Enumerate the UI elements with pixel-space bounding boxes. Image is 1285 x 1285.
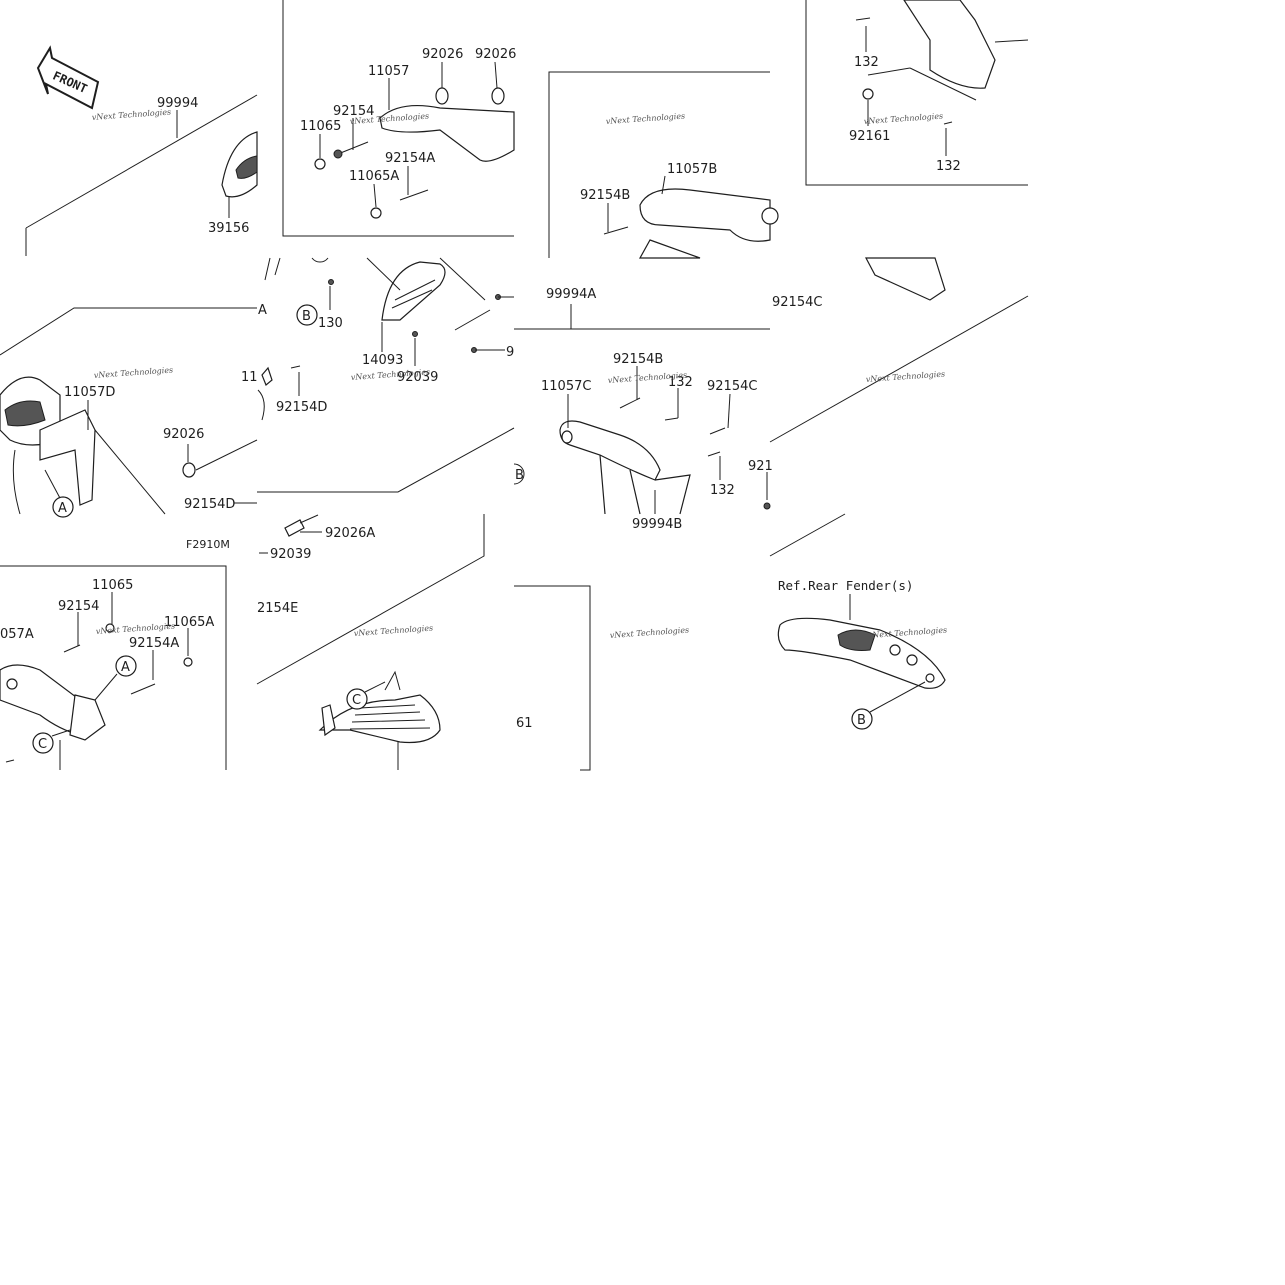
- label-92026-right: 92026: [475, 47, 516, 62]
- label-132-b: 132: [936, 159, 961, 174]
- callout-c-2: C: [352, 693, 361, 708]
- label-057a-fragment: 057A: [0, 627, 34, 642]
- label-92039-bottom: 92039: [270, 547, 311, 562]
- label-92154d-top: 92154D: [276, 400, 327, 415]
- label-11057b: 11057B: [667, 162, 717, 177]
- label-92154-top: 92154: [333, 104, 374, 119]
- label-92161: 92161: [849, 129, 890, 144]
- label-132-a: 132: [854, 55, 879, 70]
- label-132-c: 132: [668, 375, 693, 390]
- label-92026-left: 92026: [422, 47, 463, 62]
- label-99994b: 99994B: [632, 517, 682, 532]
- label-130: 130: [318, 316, 343, 331]
- label-11065-bottom: 11065: [92, 578, 133, 593]
- figure-code: F2910M: [186, 538, 230, 551]
- label-11065a-top: 11065A: [349, 169, 399, 184]
- label-11057: 11057: [368, 64, 409, 79]
- label-9-fragment: 9: [506, 345, 514, 360]
- label-61-fragment: 61: [516, 716, 533, 731]
- label-14093: 14093: [362, 353, 403, 368]
- label-92154c-center: 92154C: [707, 379, 757, 394]
- part-drawings: [0, 0, 1029, 770]
- label-92154c-right: 92154C: [772, 295, 822, 310]
- watermark-11: vNext Technologies: [610, 625, 690, 640]
- callout-circles: B B B A A C C: [32, 257, 873, 754]
- part-labels: 99994 39156 11057 92026 92026 92154 1106…: [0, 47, 961, 731]
- label-92026a: 92026A: [325, 526, 375, 541]
- label-11065a-bottom: 11065A: [164, 615, 214, 630]
- label-39156: 39156: [208, 221, 249, 236]
- leader-lines: [44, 26, 947, 737]
- label-92154a-top: 92154A: [385, 151, 435, 166]
- label-132-d: 132: [710, 483, 735, 498]
- watermark-8: vNext Technologies: [866, 369, 946, 384]
- ref-rear-fender-note: Ref.Rear Fender(s): [778, 578, 913, 593]
- watermark-4: vNext Technologies: [864, 111, 944, 126]
- label-11-fragment: 11: [241, 370, 258, 385]
- callout-a-2: A: [121, 660, 130, 675]
- watermark-3: vNext Technologies: [606, 111, 686, 126]
- callout-a-1: A: [58, 501, 67, 516]
- label-92026-center: 92026: [163, 427, 204, 442]
- front-arrow-icon: FRONT: [36, 45, 100, 110]
- label-11057c: 11057C: [541, 379, 591, 394]
- watermark-5: vNext Technologies: [94, 365, 174, 380]
- label-11065-top: 11065: [300, 119, 341, 134]
- label-92154a-bottom: 92154A: [129, 636, 179, 651]
- panel-frames: [0, 0, 1029, 771]
- label-92154-bottom: 92154: [58, 599, 99, 614]
- label-92039-top: 92039: [397, 370, 438, 385]
- callout-b-2: B: [515, 468, 524, 483]
- watermarks: vNext Technologies vNext Technologies vN…: [92, 107, 948, 640]
- label-92154d-bottom: 92154D: [184, 497, 235, 512]
- callout-b-1: B: [302, 309, 311, 324]
- label-99994: 99994: [157, 96, 198, 111]
- watermark-1: vNext Technologies: [92, 107, 172, 122]
- callout-c-1: C: [38, 737, 47, 752]
- label-92154b-center: 92154B: [613, 352, 663, 367]
- callout-b-3: B: [857, 713, 866, 728]
- label-99994a: 99994A: [546, 287, 596, 302]
- label-921-fragment: 921: [748, 459, 773, 474]
- watermark-12: vNext Technologies: [868, 625, 948, 640]
- label-2154e-fragment: 2154E: [257, 601, 298, 616]
- watermark-9: vNext Technologies: [96, 621, 176, 636]
- label-a-fragment: A: [258, 303, 267, 318]
- label-11057d: 11057D: [64, 385, 115, 400]
- watermark-10: vNext Technologies: [354, 623, 434, 638]
- label-92154b-top: 92154B: [580, 188, 630, 203]
